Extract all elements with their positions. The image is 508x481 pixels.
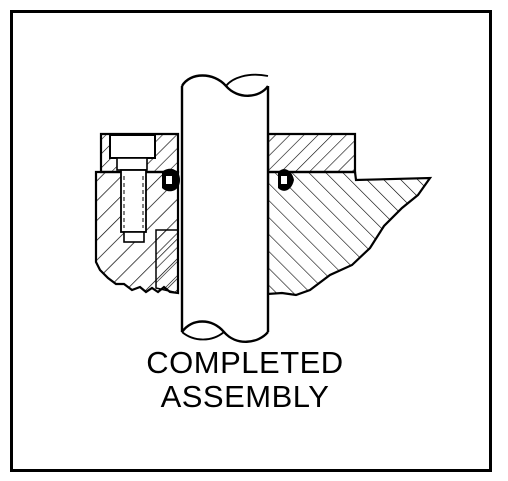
caption-line-1: COMPLETED (146, 345, 344, 380)
right-o-ring (278, 169, 294, 191)
left-o-ring (162, 168, 180, 192)
caption-line-2: ASSEMBLY (160, 379, 330, 414)
shaft (180, 73, 270, 343)
cap-screw (109, 134, 156, 243)
